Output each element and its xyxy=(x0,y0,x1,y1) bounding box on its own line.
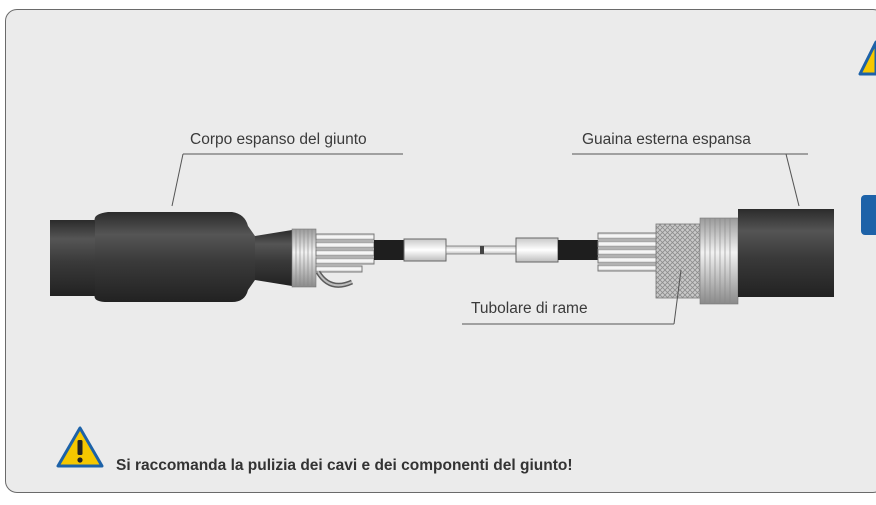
leader-outer-sheath xyxy=(785,153,800,207)
warning-triangle-icon xyxy=(56,426,104,468)
connector-sleeve-right xyxy=(515,237,559,263)
insulation-left xyxy=(374,240,404,260)
leader-joint-body xyxy=(171,153,184,207)
joint-taper xyxy=(255,230,292,286)
warning-text: Si raccomanda la pulizia dei cavi e dei … xyxy=(116,457,573,474)
insulation-right xyxy=(558,240,598,260)
outer-sheath xyxy=(738,209,834,297)
side-tab-marker xyxy=(861,195,876,235)
screen-ring-right xyxy=(699,217,739,305)
screen-wires-right xyxy=(597,232,659,272)
leader-lines xyxy=(171,153,808,325)
screen-wires-left xyxy=(315,233,375,273)
copper-tube xyxy=(655,223,701,299)
label-outer-sheath: Guaina esterna espansa xyxy=(582,131,751,148)
right-cable-assembly xyxy=(515,209,834,305)
connector-sleeve-left xyxy=(403,238,447,262)
warning-triangle-icon-cropped xyxy=(858,40,876,76)
label-copper-tube: Tubolare di rame xyxy=(471,300,588,317)
leader-copper-tube xyxy=(673,269,682,325)
joint-body xyxy=(94,212,256,302)
left-cable-outer xyxy=(50,220,95,296)
left-cable-assembly xyxy=(50,212,517,302)
label-joint-body: Corpo espanso del giunto xyxy=(190,131,367,148)
